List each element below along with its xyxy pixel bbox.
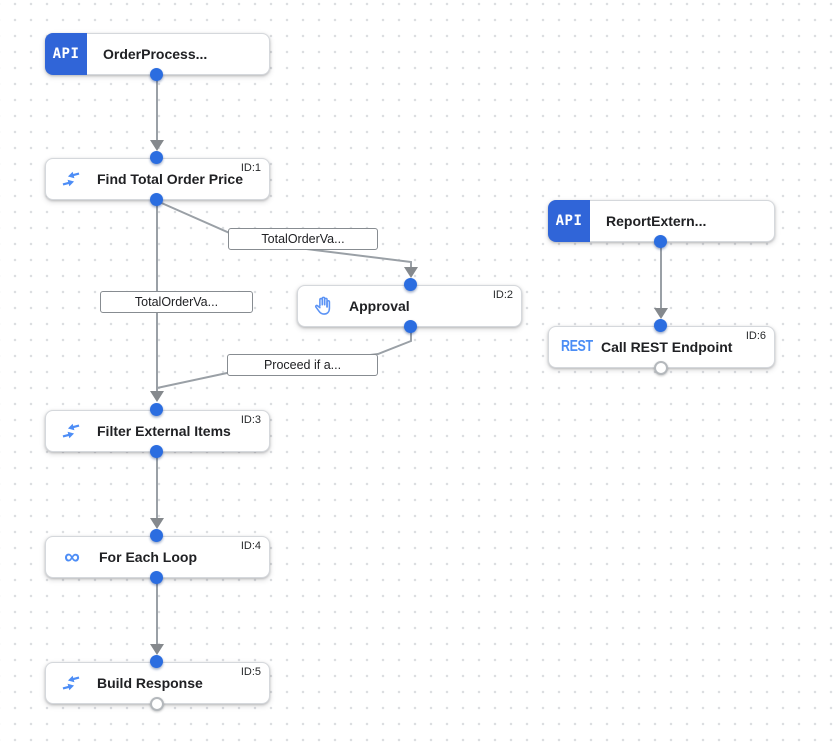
- node-id-label: ID:1: [240, 162, 261, 174]
- input-port-call-rest[interactable]: [654, 319, 667, 332]
- edge-order-to-find[interactable]: [150, 75, 164, 151]
- data-mapping-icon: [62, 171, 80, 187]
- output-port-filter-items[interactable]: [150, 445, 163, 458]
- api-trigger-icon: API: [45, 33, 87, 75]
- input-port-find-total[interactable]: [150, 151, 163, 164]
- data-mapping-icon: [62, 423, 80, 439]
- edge-filter-to-foreach[interactable]: [150, 452, 164, 529]
- node-title: Find Total Order Price: [97, 171, 243, 187]
- edge-foreach-to-build[interactable]: [150, 578, 164, 655]
- edge-label-approval-to-filter[interactable]: Proceed if a...: [227, 354, 378, 376]
- node-title: For Each Loop: [99, 549, 197, 565]
- output-port-for-each[interactable]: [150, 571, 163, 584]
- output-port-call-rest-empty[interactable]: [654, 361, 668, 375]
- output-port-approval[interactable]: [404, 320, 417, 333]
- edge-label-find-to-filter[interactable]: TotalOrderVa...: [100, 291, 253, 313]
- edge-label-find-to-approval[interactable]: TotalOrderVa...: [228, 228, 378, 250]
- input-port-filter-items[interactable]: [150, 403, 163, 416]
- node-id-label: ID:3: [240, 414, 261, 426]
- node-title: OrderProcess...: [103, 46, 208, 62]
- node-id-label: ID:4: [240, 540, 261, 552]
- infinity-loop-icon: ∞: [64, 544, 80, 569]
- output-port-build-response-empty[interactable]: [150, 697, 164, 711]
- data-mapping-icon: [62, 675, 80, 691]
- node-title: ReportExtern...: [606, 213, 707, 229]
- input-port-for-each[interactable]: [150, 529, 163, 542]
- node-id-label: ID:2: [492, 289, 513, 301]
- input-port-approval[interactable]: [404, 278, 417, 291]
- api-trigger-icon: API: [548, 200, 590, 242]
- node-title: Filter External Items: [97, 423, 231, 439]
- output-port-order-trigger[interactable]: [150, 68, 163, 81]
- node-id-label: ID:6: [745, 330, 766, 342]
- raised-hand-icon: [314, 296, 331, 315]
- output-port-find-total[interactable]: [150, 193, 163, 206]
- node-for-each-loop[interactable]: ∞ For Each Loop ID:4: [45, 536, 270, 578]
- output-port-report-trigger[interactable]: [654, 235, 667, 248]
- node-approval[interactable]: Approval ID:2: [297, 285, 522, 327]
- rest-icon: REST: [561, 338, 593, 355]
- node-title: Call REST Endpoint: [601, 339, 733, 355]
- api-badge-text: API: [555, 213, 583, 229]
- node-title: Approval: [349, 298, 410, 314]
- node-title: Build Response: [97, 675, 203, 691]
- node-id-label: ID:5: [240, 666, 261, 678]
- input-port-build-response[interactable]: [150, 655, 163, 668]
- api-badge-text: API: [52, 46, 80, 62]
- node-call-rest-endpoint[interactable]: REST Call REST Endpoint ID:6: [548, 326, 775, 368]
- edge-find-to-approval[interactable]: [156, 200, 418, 278]
- node-report-trigger[interactable]: API ReportExtern...: [548, 200, 775, 242]
- edge-approval-to-filter[interactable]: [156, 327, 412, 389]
- edge-report-to-rest[interactable]: [654, 242, 668, 319]
